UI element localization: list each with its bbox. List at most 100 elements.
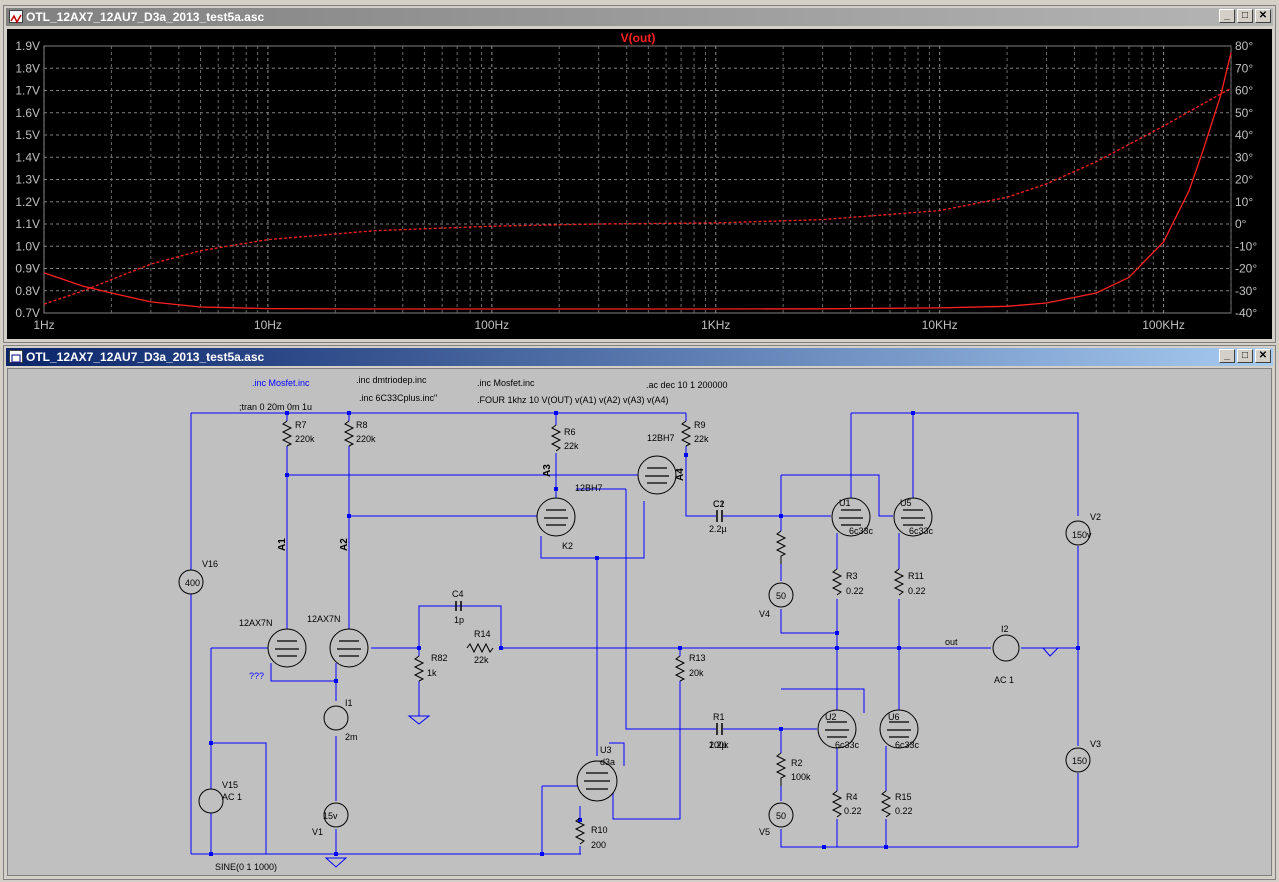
- waveform-titlebar[interactable]: OTL_12AX7_12AU7_D3a_2013_test5a.asc _□✕: [6, 8, 1273, 26]
- component-label[interactable]: A2: [339, 538, 350, 551]
- component-label[interactable]: R15: [895, 792, 912, 802]
- directive-text[interactable]: .ac dec 10 1 200000: [646, 380, 728, 390]
- plot-grid: [43, 45, 1232, 314]
- component-label[interactable]: 220k: [356, 434, 376, 444]
- component-label[interactable]: R13: [689, 653, 706, 663]
- minimize-button[interactable]: _: [1219, 349, 1235, 363]
- component-label[interactable]: 0.22: [846, 586, 864, 596]
- component-label[interactable]: 150v: [1072, 530, 1092, 540]
- schematic-drawing[interactable]: .inc Mosfet.inc .inc dmtriodep.inc .inc 6C…: [8, 369, 1273, 877]
- component-label[interactable]: C1: [713, 499, 725, 509]
- phase-trace[interactable]: [43, 87, 1232, 305]
- component-label[interactable]: 2.2µ: [709, 740, 727, 750]
- component-label[interactable]: R1: [713, 712, 725, 722]
- component-label[interactable]: V5: [759, 827, 770, 837]
- component-label[interactable]: 2.2µ: [709, 524, 727, 534]
- minimize-button[interactable]: _: [1219, 9, 1235, 23]
- component-label[interactable]: 6c33c: [835, 740, 860, 750]
- component-label[interactable]: 12AX7N: [307, 614, 341, 624]
- component-label[interactable]: R9: [694, 420, 706, 430]
- component-label[interactable]: 50: [776, 811, 786, 821]
- component-label[interactable]: 50: [776, 591, 786, 601]
- directive-text[interactable]: .inc Mosfet.inc: [477, 378, 535, 388]
- component-label[interactable]: R3: [846, 571, 858, 581]
- component-label[interactable]: K2: [562, 541, 573, 551]
- component-label[interactable]: V3: [1090, 739, 1101, 749]
- component-label[interactable]: 12AX7N: [239, 618, 273, 628]
- component-label[interactable]: R7: [295, 420, 307, 430]
- component-label[interactable]: 0.22: [908, 586, 926, 596]
- component-label[interactable]: 22k: [564, 441, 579, 451]
- directive-text[interactable]: .FOUR 1khz 10 V(OUT) v(A1) v(A2) v(A3) v…: [477, 395, 669, 405]
- component-label[interactable]: 1p: [454, 615, 464, 625]
- component-label[interactable]: R6: [564, 427, 576, 437]
- component-label[interactable]: I1: [345, 698, 353, 708]
- component-label[interactable]: 2m: [345, 732, 358, 742]
- directive-text[interactable]: ;tran 0 20m 0m 1u: [239, 402, 312, 412]
- component-label[interactable]: ???: [249, 671, 264, 681]
- component-label[interactable]: 0.22: [844, 806, 862, 816]
- component-label[interactable]: 220k: [295, 434, 315, 444]
- component-label[interactable]: V4: [759, 609, 770, 619]
- component-label[interactable]: 6c33c: [909, 526, 934, 536]
- schematic-canvas[interactable]: .inc Mosfet.inc .inc dmtriodep.inc .inc 6C…: [7, 368, 1272, 876]
- component-label[interactable]: 100k: [709, 740, 729, 750]
- component-label[interactable]: R14: [474, 629, 491, 639]
- component-label[interactable]: A1: [277, 538, 288, 551]
- component-label[interactable]: V16: [202, 559, 218, 569]
- maximize-button[interactable]: □: [1237, 349, 1253, 363]
- x-tick-label: 100KHz: [1142, 318, 1185, 332]
- directive-text[interactable]: .inc dmtriodep.inc: [356, 375, 427, 385]
- component-label[interactable]: R82: [431, 653, 448, 663]
- component-label[interactable]: R11: [908, 571, 924, 581]
- component-label[interactable]: AC 1: [994, 675, 1014, 685]
- component-label[interactable]: V1: [312, 827, 323, 837]
- component-label[interactable]: U6: [888, 712, 900, 722]
- trace-label-vout[interactable]: V(out): [621, 31, 656, 45]
- component-label[interactable]: 100k: [791, 772, 811, 782]
- component-label[interactable]: out: [945, 637, 958, 647]
- directive-text[interactable]: .inc 6C33Cplus.inc": [359, 393, 437, 403]
- component-label[interactable]: 15v: [323, 811, 338, 821]
- component-label[interactable]: U3: [600, 745, 612, 755]
- magnitude-trace[interactable]: [43, 52, 1232, 310]
- component-label[interactable]: 22k: [694, 434, 709, 444]
- component-label[interactable]: 12BH7: [647, 433, 675, 443]
- schematic-titlebar[interactable]: OTL_12AX7_12AU7_D3a_2013_test5a.asc _□✕: [6, 348, 1273, 366]
- component-label[interactable]: 400: [185, 578, 200, 588]
- directive-text[interactable]: .inc Mosfet.inc: [252, 378, 310, 388]
- component-label[interactable]: d3a: [600, 757, 615, 767]
- close-button[interactable]: ✕: [1255, 9, 1271, 23]
- component-label[interactable]: 22k: [474, 655, 489, 665]
- component-label[interactable]: AC 1: [222, 792, 242, 802]
- y2-tick-label: -30°: [1235, 284, 1257, 298]
- component-label[interactable]: C4: [452, 589, 464, 599]
- component-label[interactable]: 20k: [689, 668, 704, 678]
- component-label[interactable]: 12BH7: [575, 483, 603, 493]
- component-label[interactable]: A4: [675, 468, 686, 481]
- component-label[interactable]: U2: [825, 712, 837, 722]
- component-label[interactable]: 1k: [427, 668, 437, 678]
- component-label[interactable]: 6c33c: [849, 526, 874, 536]
- y2-tick-label: 60°: [1235, 84, 1253, 98]
- component-label[interactable]: 0.22: [895, 806, 913, 816]
- component-label[interactable]: R10: [591, 825, 608, 835]
- component-label[interactable]: U1: [839, 498, 851, 508]
- component-label[interactable]: R4: [846, 792, 858, 802]
- component-label[interactable]: 200: [591, 840, 606, 850]
- component-label[interactable]: 150: [1072, 756, 1087, 766]
- component-label[interactable]: R8: [356, 420, 368, 430]
- component-label[interactable]: V2: [1090, 512, 1101, 522]
- component-label[interactable]: A3: [542, 464, 553, 477]
- waveform-plot[interactable]: 1.9V1.8V1.7V1.6V1.5V1.4V1.3V1.2V1.1V1.0V…: [7, 29, 1272, 339]
- component-label[interactable]: V15: [222, 780, 238, 790]
- component-label[interactable]: C2: [713, 499, 725, 509]
- component-label[interactable]: U5: [900, 498, 912, 508]
- close-button[interactable]: ✕: [1255, 349, 1271, 363]
- component-label[interactable]: I2: [1001, 624, 1009, 634]
- component-label[interactable]: R2: [791, 758, 803, 768]
- component-label[interactable]: 6c33c: [895, 740, 920, 750]
- component-label[interactable]: SINE(0 1 1000): [215, 862, 277, 872]
- maximize-button[interactable]: □: [1237, 9, 1253, 23]
